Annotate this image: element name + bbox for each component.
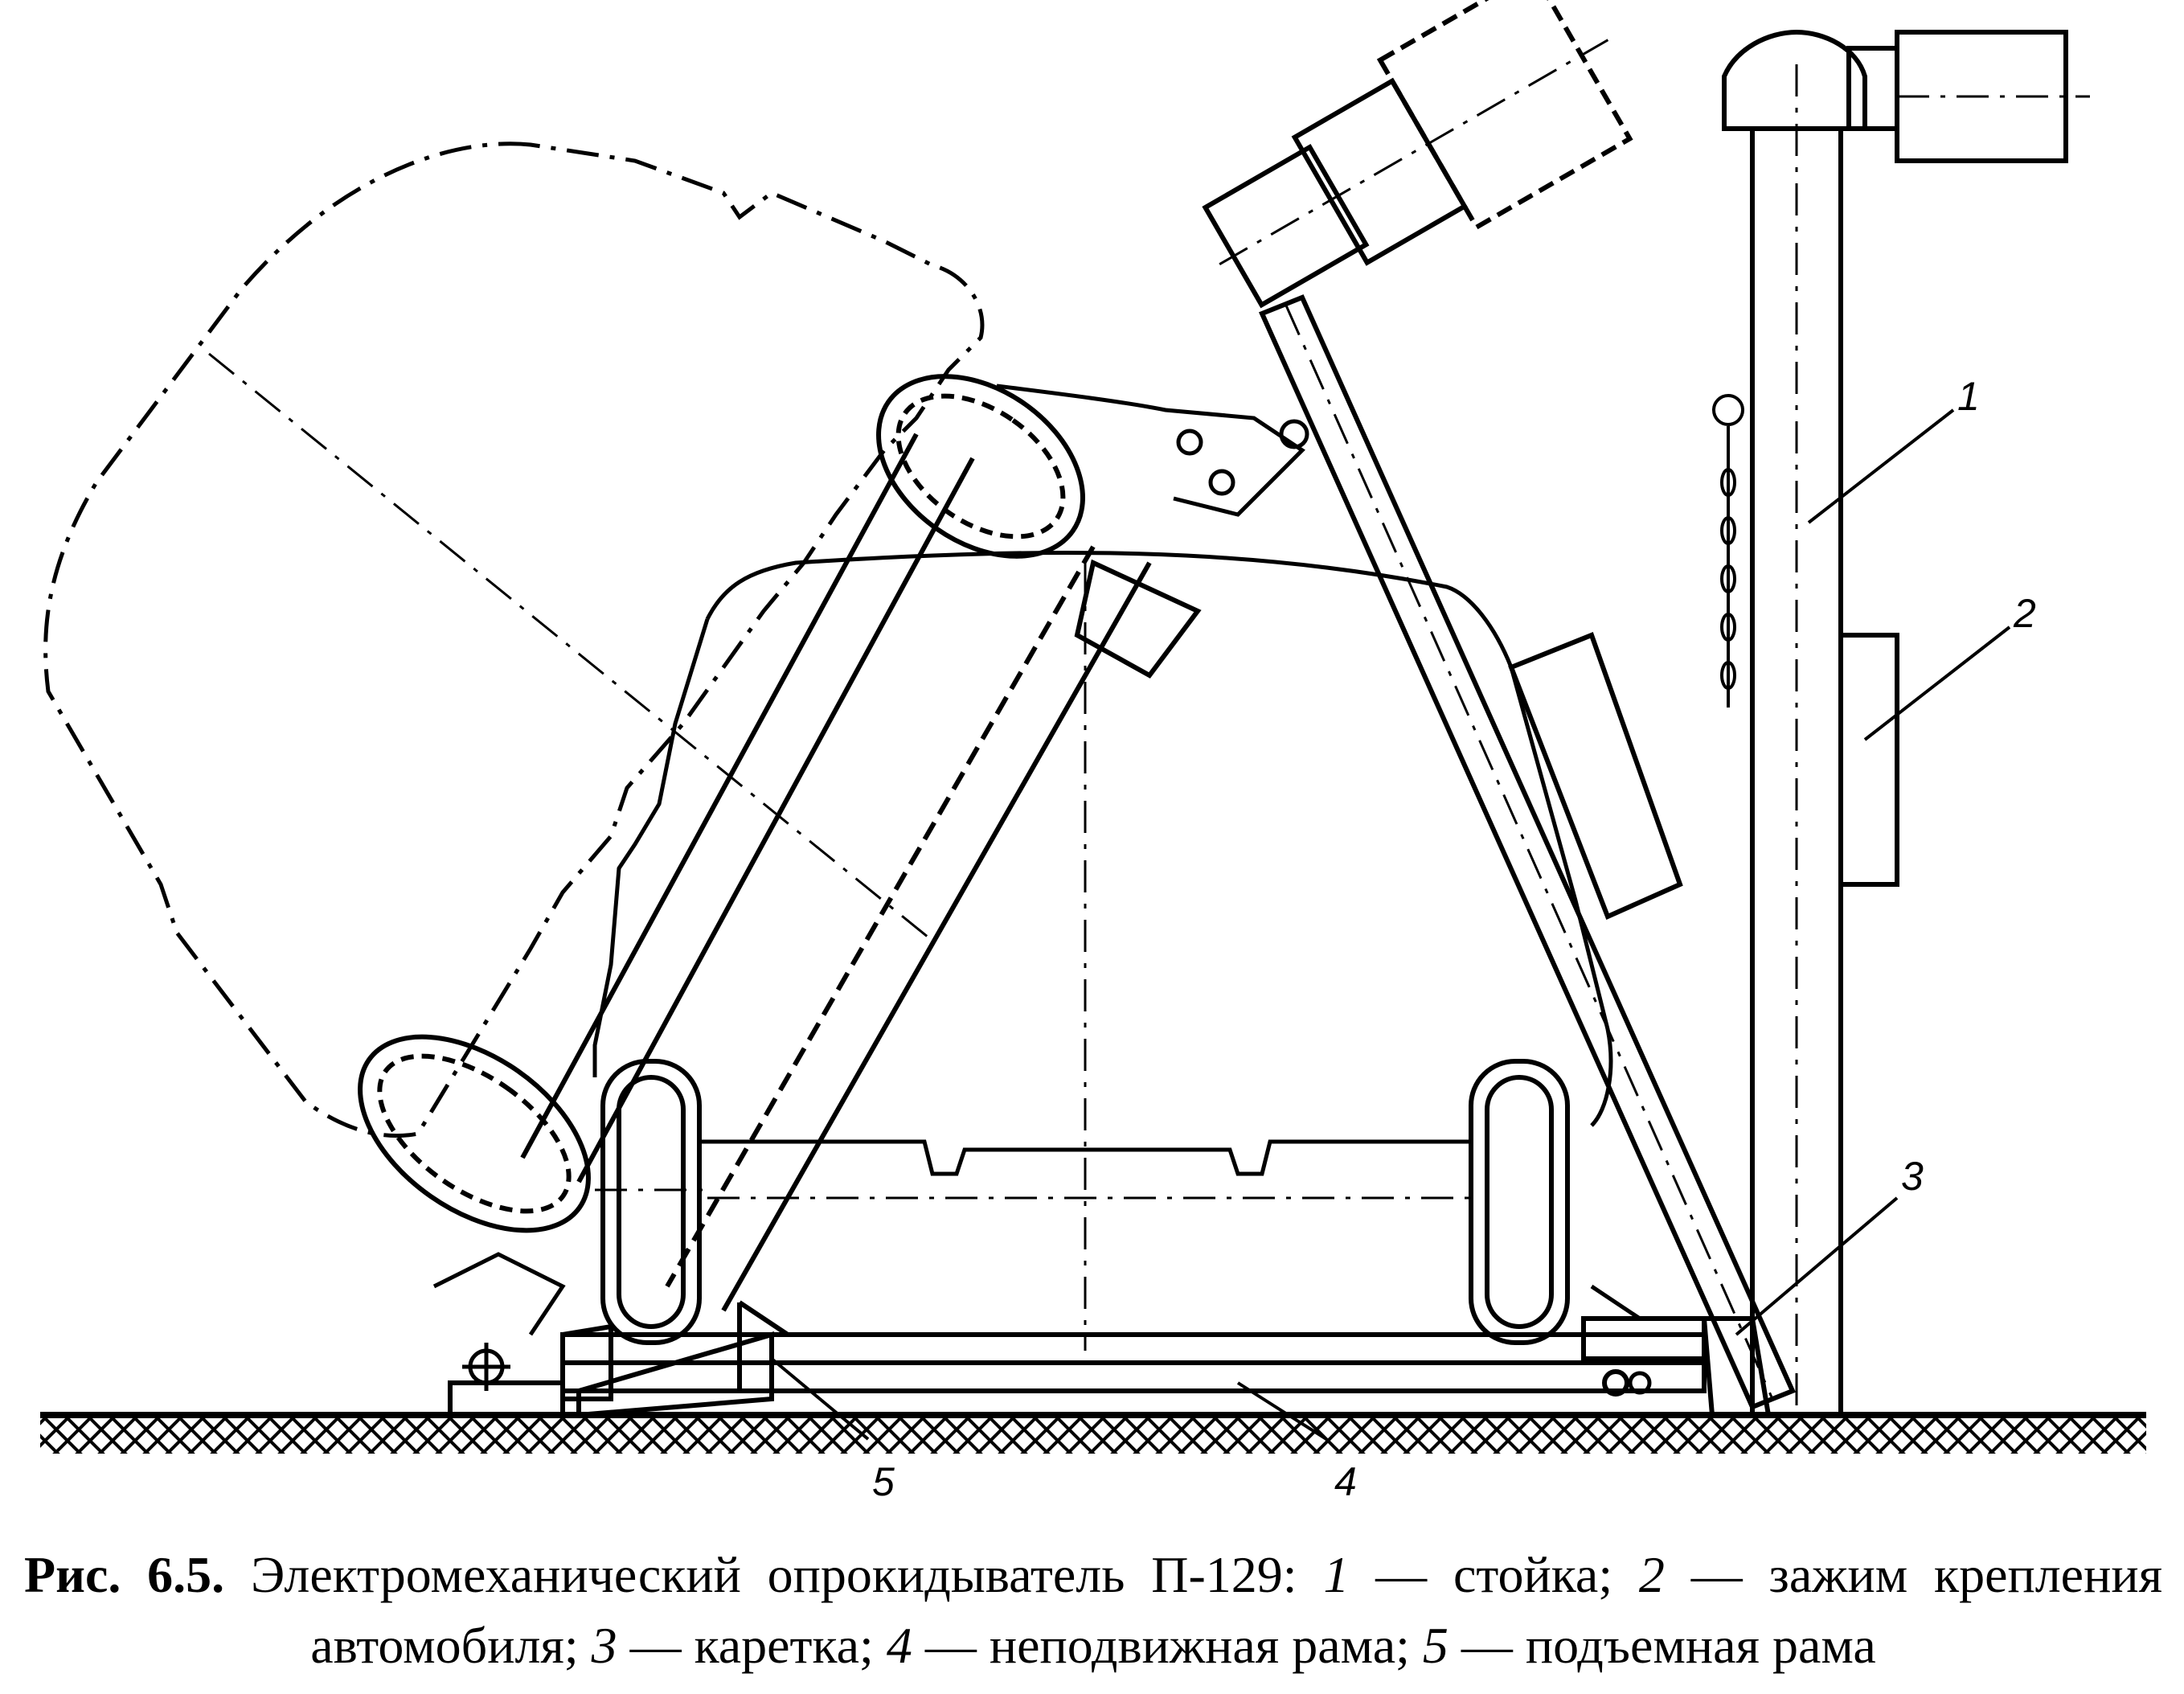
floor bbox=[40, 1412, 2146, 1454]
caption-item-3-sep: — bbox=[617, 1617, 695, 1674]
callout-5: 5 bbox=[872, 1459, 895, 1504]
lifting-frame bbox=[576, 1300, 789, 1418]
caption-item-2-num: 2 bbox=[1638, 1546, 1665, 1603]
fixed-frame bbox=[448, 1323, 1707, 1417]
rear-pivot bbox=[1590, 1284, 1664, 1395]
caption-item-1-text: стойка; bbox=[1453, 1546, 1613, 1603]
tilted-wheel-bottom bbox=[358, 1034, 591, 1233]
callout-2: 2 bbox=[2013, 591, 2036, 636]
car-clamp bbox=[1838, 633, 1899, 887]
wheel-axle-line bbox=[699, 1139, 1471, 1200]
rear-wheel bbox=[1469, 1059, 1570, 1345]
tilted-wheel-top bbox=[876, 374, 1085, 559]
callout-4: 4 bbox=[1334, 1459, 1357, 1504]
column bbox=[1722, 29, 2090, 1417]
caption-item-4-num: 4 bbox=[886, 1617, 912, 1674]
tilted-subframe bbox=[208, 352, 1202, 1312]
caption-item-5-text: подъемная рама bbox=[1525, 1617, 1876, 1674]
callout-1: 1 bbox=[1957, 374, 1980, 419]
caption-item-2-sep: — bbox=[1664, 1546, 1769, 1603]
caption-item-3-num: 3 bbox=[591, 1617, 617, 1674]
caption-item-4-sep: — bbox=[912, 1617, 990, 1674]
callout-leaders bbox=[770, 408, 2011, 1441]
top-drive-unit bbox=[1202, 0, 1633, 309]
tilter-diagram: 1 2 3 4 5 bbox=[40, 0, 2146, 1504]
caption-item-1-sep: — bbox=[1349, 1546, 1453, 1603]
caption-item-3-text: каретка; bbox=[694, 1617, 874, 1674]
caption-item-5-num: 5 bbox=[1422, 1617, 1448, 1674]
inclined-lift-frame bbox=[1258, 294, 1797, 1410]
caption-item-5-sep: — bbox=[1448, 1617, 1526, 1674]
caption-item-2-text: зажим крепления автомобиля; bbox=[310, 1546, 2163, 1674]
caption-item-4-text: неподвижная рама; bbox=[989, 1617, 1410, 1674]
callout-3: 3 bbox=[1901, 1154, 1924, 1199]
upright-car-body bbox=[592, 551, 1613, 1127]
figure-number: Рис. 6.5. bbox=[24, 1546, 225, 1603]
caption-title: Электромеханический опрокидыватель П-129… bbox=[251, 1546, 1297, 1603]
hanging-chain bbox=[1712, 394, 1744, 708]
front-wheel bbox=[595, 1059, 707, 1345]
front-pivot bbox=[432, 1252, 566, 1391]
top-chain-linkage bbox=[996, 384, 1309, 517]
figure-caption: Рис. 6.5. Электромеханический опрокидыва… bbox=[24, 1540, 2162, 1681]
tilted-car-body bbox=[43, 142, 985, 1138]
caption-item-1-num: 1 bbox=[1323, 1546, 1350, 1603]
